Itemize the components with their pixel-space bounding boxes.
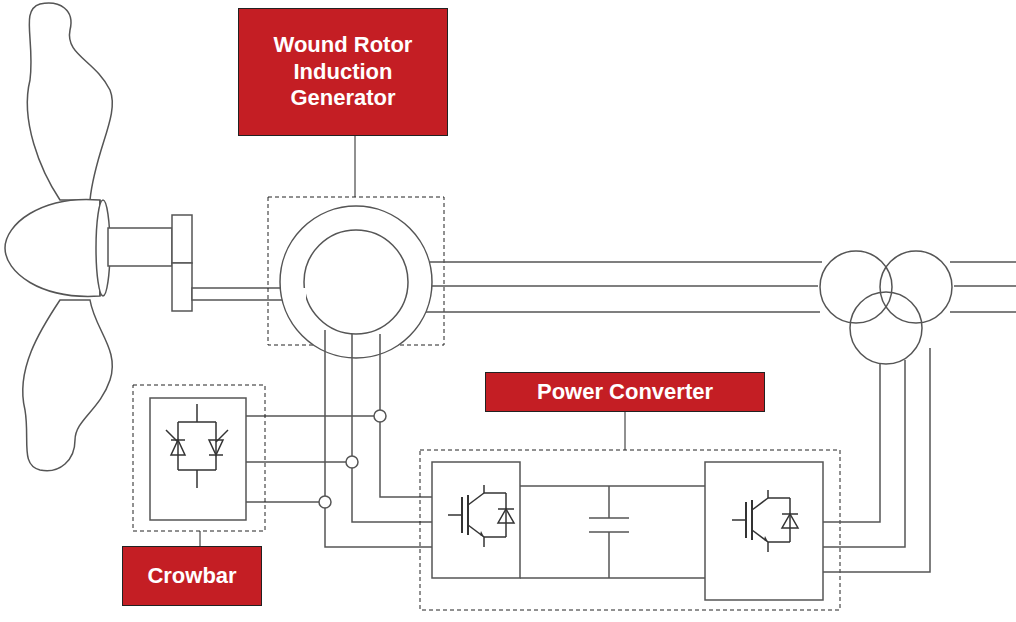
converter-outline bbox=[420, 450, 840, 610]
dc-link bbox=[520, 486, 705, 578]
callout-box: Wound Rotor Induction Generator bbox=[238, 8, 448, 136]
rotor-circle bbox=[304, 230, 408, 334]
grid-side-converter bbox=[705, 462, 823, 600]
crowbar-box bbox=[150, 398, 246, 520]
stator-circle bbox=[280, 206, 432, 358]
leader-lines bbox=[200, 136, 625, 546]
callout-box: Crowbar bbox=[122, 546, 262, 606]
rotor-wires bbox=[246, 330, 432, 547]
transformer bbox=[820, 251, 952, 364]
rotor-side-converter bbox=[432, 462, 520, 578]
callout-box: Power Converter bbox=[485, 372, 765, 412]
grid-wires bbox=[823, 348, 930, 572]
callout-label: Wound Rotor Induction Generator bbox=[249, 32, 437, 111]
callout-label: Crowbar bbox=[147, 563, 236, 589]
crowbar-outline bbox=[133, 385, 265, 531]
junction-dots bbox=[319, 410, 386, 508]
stator-wires bbox=[426, 262, 1016, 312]
callout-label: Power Converter bbox=[537, 379, 713, 405]
thyristor-pair bbox=[166, 404, 228, 488]
